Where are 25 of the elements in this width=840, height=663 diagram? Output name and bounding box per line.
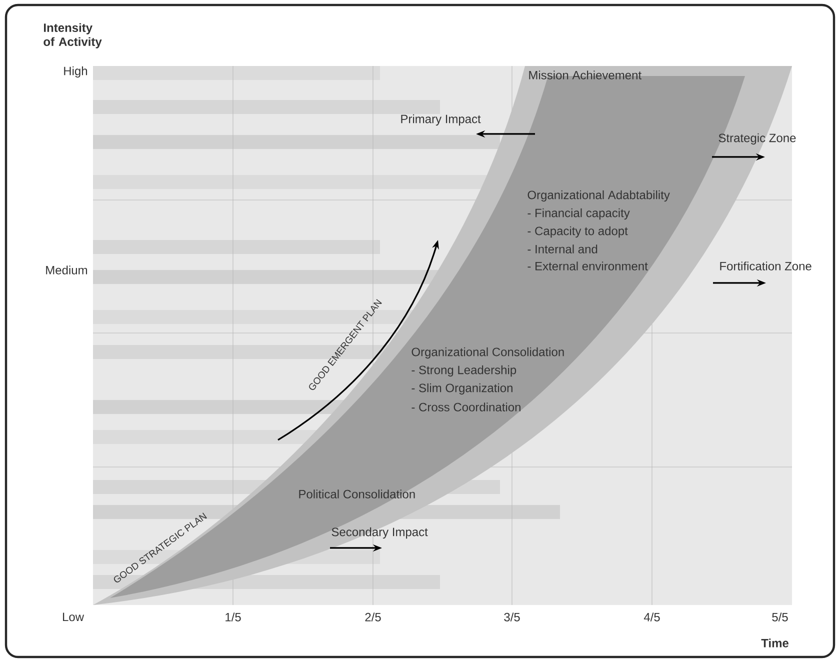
list-item: - External environment — [528, 262, 648, 270]
zone-label: Mission Achievement — [529, 70, 642, 80]
list-item: - Slim Organization — [412, 383, 512, 395]
axis-tick-label: 4/5 — [644, 612, 660, 622]
axis-title: Time — [761, 638, 788, 648]
axis-tick-label: 5/5 — [772, 612, 788, 622]
zone-label: Organizational Consolidation — [412, 347, 564, 359]
list-item: - Strong Leadership — [412, 365, 516, 377]
axis-tick-label: 3/5 — [504, 612, 520, 622]
axis-tick-label: Medium — [46, 266, 87, 274]
list-item: - Financial capacity — [528, 208, 630, 220]
zone-label: Fortification Zone — [720, 262, 812, 270]
axis-tick-label: High — [64, 66, 88, 78]
list-item: - Capacity to adopt — [528, 226, 628, 238]
axis-title: Intensity of Activity — [44, 23, 102, 48]
axis-tick-label: 1/5 — [226, 612, 241, 622]
zone-label: Strategic Zone — [718, 133, 796, 145]
impact-label: Primary Impact — [401, 114, 481, 126]
zone-label: Political Consolidation — [299, 490, 415, 498]
axis-tick-label: 2/5 — [365, 612, 381, 622]
zone-label: Organizational Adabtability — [528, 190, 670, 202]
list-item: - Cross Coordination — [412, 402, 520, 412]
list-item: - Internal and — [528, 244, 598, 254]
impact-label: Secondary Impact — [332, 527, 428, 539]
axis-tick-label: Low — [63, 612, 84, 622]
